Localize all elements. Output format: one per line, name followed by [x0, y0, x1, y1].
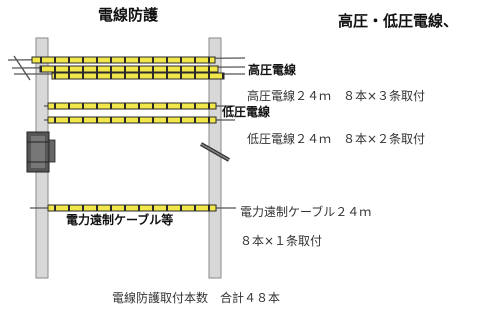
- low-voltage-label: 低圧電線: [222, 105, 271, 119]
- right-pole: [208, 37, 222, 279]
- high-voltage-protectors: [31, 56, 225, 80]
- control-cable-spec-line1: 電力遠制ケーブル２４ｍ: [240, 205, 372, 219]
- control-cable-protector: [47, 204, 217, 212]
- diagonal-wire: [13, 55, 31, 81]
- transformer-icon: [26, 131, 56, 173]
- diagram-title: 電線防護: [98, 6, 159, 24]
- control-cable-spec-line2: ８本×１条取付: [240, 234, 323, 248]
- high-voltage-spec: 高圧電線２４ｍ ８本×３条取付: [247, 89, 426, 103]
- low-voltage-protectors: [47, 102, 217, 124]
- control-cable-label: 電力遠制ケーブル等: [66, 213, 174, 227]
- low-voltage-spec: 低圧電線２４ｍ ８本×２条取付: [247, 132, 426, 146]
- diagram-subtitle: 高圧・低圧電線、: [338, 12, 459, 30]
- high-voltage-label: 高圧電線: [248, 63, 297, 77]
- total-count: 電線防護取付本数 合計４８本: [112, 291, 281, 305]
